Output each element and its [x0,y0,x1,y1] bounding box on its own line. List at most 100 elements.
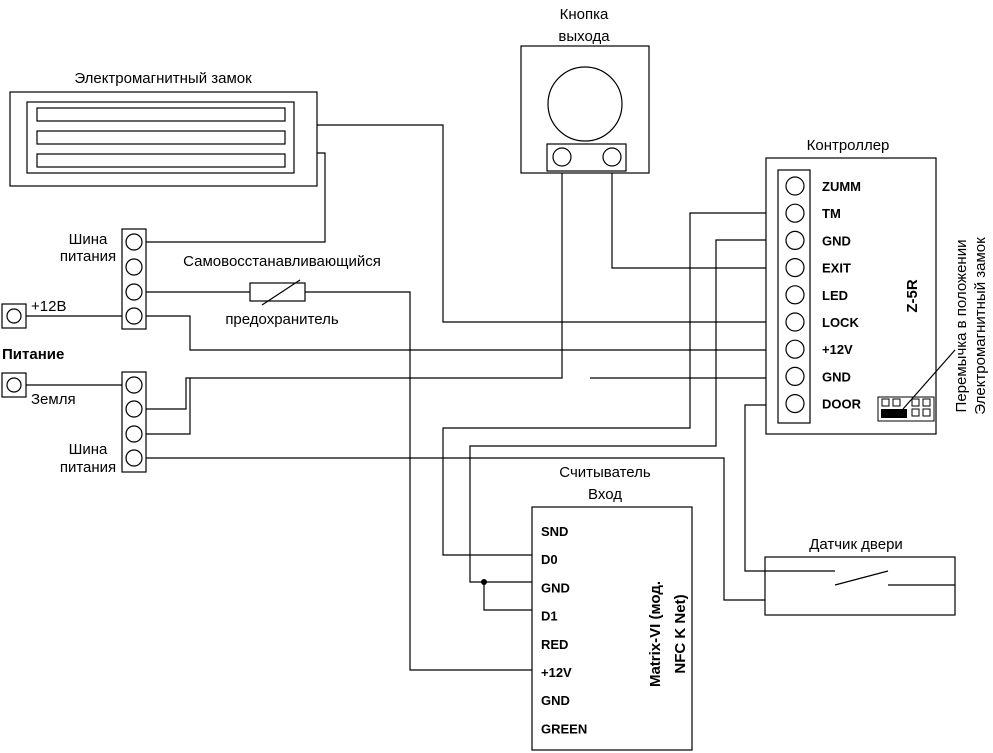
fuse-label-line1: Самовосстанавливающийся [183,253,381,270]
controller-pin-terminal [785,394,805,414]
jumper-pin [922,398,931,407]
jumper-pin [922,408,931,417]
reader-model-line1: Matrix-VI (мод. [647,581,664,687]
exit-button: Кнопка выхода [520,6,650,174]
power-section: +12В Питание Земля Шина питания Шина пит… [1,228,147,476]
controller-pin-terminal [785,203,805,223]
bus-terminal [125,283,143,301]
bus-terminal [125,258,143,276]
door-sensor-switch [834,570,889,586]
jumper-note-line2: Электромагнитный замок [972,237,989,415]
jumper-pointer [902,349,956,410]
controller-pin-terminal [785,312,805,332]
plus-label: +12В [31,298,66,315]
bus-terminal [125,307,143,325]
jumper-pin [892,398,901,407]
exit-button-contact-left [552,147,572,167]
exit-button-title-line1: Кнопка [560,6,609,23]
controller-pin-label: TM [822,206,841,221]
reader-pin-label: GND [541,693,570,708]
controller-pin-label: LOCK [822,315,859,330]
bus-label-line1: Шина [69,441,108,458]
door-sensor: Датчик двери [764,536,956,616]
reader-body [531,506,693,751]
controller-pin-label: DOOR [822,397,862,412]
jumper-block [877,349,956,422]
lock-title: Электромагнитный замок [74,70,252,87]
lock-bar [36,153,286,168]
door-sensor-title: Датчик двери [809,536,903,553]
controller-pin-terminal [785,230,805,250]
door-sensor-body [764,556,956,616]
jumper-pin [881,398,890,407]
jumper-pin [911,408,920,417]
reader-title-line1: Считыватель [559,464,651,481]
wire-lock-to-controller-lock [317,124,780,323]
reader-pin-label: SND [541,524,568,539]
controller: Контроллер ZUMM TM GND EXIT LED LOCK +12V GND DO… [765,137,989,435]
fuse-body [249,282,306,302]
junction-dot [481,579,487,585]
plus-terminal-screw [6,308,22,324]
reader-pin-label: D0 [541,552,558,567]
exit-button-title-line2: выхода [558,28,610,45]
fuse-slash [261,279,301,306]
controller-pin-label: LED [822,288,848,303]
controller-pin-terminal [785,258,805,278]
controller-pin-label: ZUMM [822,179,861,194]
reader-pin-label: RED [541,637,568,652]
bus-label-line1: Шина [69,231,108,248]
wire-button-to-exit [611,168,780,269]
reader-model-line2: NFC K Net) [672,594,689,673]
controller-pin-label: GND [822,233,851,248]
wire-tm-to-reader-d0 [442,212,780,556]
bus-label-line2: питания [60,248,116,265]
bus-terminal [125,376,143,394]
exit-button-contact-right [602,147,622,167]
controller-pin-terminal [785,176,805,196]
reader-pin-label: GREEN [541,721,587,736]
controller-model: Z-5R [904,279,921,313]
bus-terminal [125,233,143,251]
wires [26,124,780,671]
wire-ground-bus-to-sensor [146,457,765,601]
wire-gnd-to-reader-gnd [469,239,780,583]
controller-pin-label: EXIT [822,261,851,276]
exit-button-knob [547,66,623,142]
controller-pins: ZUMM TM GND EXIT LED LOCK +12V GND DOOR [785,176,862,414]
reader-pin-label: GND [541,580,570,595]
bus-terminal [125,400,143,418]
wire-ground-bus-link [146,378,191,435]
jumper-cap [881,409,907,418]
controller-pin-terminal [785,285,805,305]
ground-terminal-screw [6,377,22,393]
controller-pin-terminal [785,366,805,386]
fuse: Самовосстанавливающийся предохранитель [183,253,381,328]
controller-pin-terminal [785,339,805,359]
fuse-label-line2: предохранитель [225,311,339,328]
controller-pin-label: +12V [822,342,853,357]
jumper-note-line1: Перемычка в положении [953,240,970,413]
wire-lock-to-plus-bus [146,152,326,243]
bus-terminal [125,449,143,467]
controller-title: Контроллер [807,137,890,154]
wire-fuse-to-reader-12v [305,291,532,671]
reader-pin-label: D1 [541,609,558,624]
lock-bar [36,107,286,122]
bus-label-line2: питания [60,459,116,476]
reader-pin-label: +12V [541,665,572,680]
wire-reader-gnd-d1-bridge [483,582,532,611]
electromagnetic-lock: Электромагнитный замок [9,70,318,187]
reader-title-line2: Вход [588,486,622,503]
jumper-pin [911,398,920,407]
bus-terminal [125,425,143,443]
wire-door-to-sensor [744,404,780,572]
power-title: Питание [2,346,64,363]
wire-plus-bus-to-controller [146,315,780,351]
ground-label: Земля [31,391,76,408]
lock-bar [36,130,286,145]
controller-pin-label: GND [822,369,851,384]
